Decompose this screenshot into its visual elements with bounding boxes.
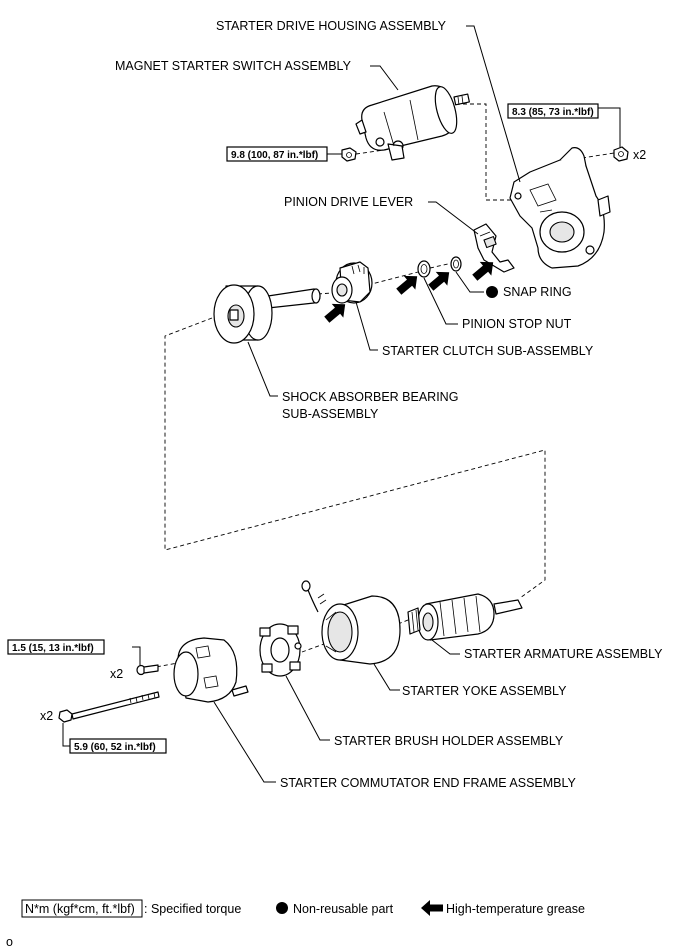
- qty-housing-bolt: x2: [633, 148, 646, 162]
- leader-lines: [62, 25, 621, 783]
- label-clutch: STARTER CLUTCH SUB-ASSEMBLY: [382, 344, 594, 358]
- quantity-labels: x2 x2 x2: [40, 148, 646, 723]
- torque-frame-screw: 1.5 (15, 13 in.*lbf): [12, 643, 94, 654]
- torque-box-frame-screw: [7, 639, 105, 655]
- commutator-end-frame-drawing: [173, 637, 249, 703]
- label-armature: STARTER ARMATURE ASSEMBLY: [464, 647, 663, 661]
- shock-absorber-drawing: [213, 284, 321, 344]
- grease-arrow-lever: [472, 261, 494, 281]
- legend-torque-unit: N*m (kgf*cm, ft.*lbf): [25, 902, 135, 916]
- grease-arrow-clutch: [324, 303, 346, 323]
- label-yoke: STARTER YOKE ASSEMBLY: [402, 684, 567, 698]
- legend-non-reusable: Non-reusable part: [293, 902, 394, 916]
- qty-through-bolt: x2: [40, 709, 53, 723]
- torque-box-switch: [226, 146, 328, 162]
- snap-ring-drawing: [450, 256, 462, 272]
- grease-arrow-snap-ring: [428, 271, 450, 291]
- torque-box-through-bolt: [69, 738, 167, 754]
- torque-housing-bolt: 8.3 (85, 73 in.*lbf): [512, 107, 594, 118]
- starter-drive-housing-drawing: [509, 147, 611, 269]
- legend-grease: High-temperature grease: [446, 902, 585, 916]
- starter-armature-drawing: [407, 593, 523, 641]
- label-shock-absorber-line1: SHOCK ABSORBER BEARING: [282, 390, 458, 404]
- footer-code: o: [6, 935, 13, 949]
- label-magnet-switch: MAGNET STARTER SWITCH ASSEMBLY: [115, 59, 352, 73]
- filled-circle-icon: [486, 286, 498, 298]
- torque-callouts: 8.3 (85, 73 in.*lbf) 9.8 (100, 87 in.*lb…: [7, 103, 599, 754]
- torque-switch-nut: 9.8 (100, 87 in.*lbf): [231, 150, 318, 161]
- starter-yoke-drawing: [301, 580, 401, 665]
- label-pinion-stop-nut: PINION STOP NUT: [462, 317, 572, 331]
- label-shock-absorber-line2: SUB-ASSEMBLY: [282, 407, 379, 421]
- magnet-starter-switch-drawing: [355, 85, 470, 161]
- label-commutator-frame: STARTER COMMUTATOR END FRAME ASSEMBLY: [280, 776, 577, 790]
- qty-frame-screw: x2: [110, 667, 123, 681]
- switch-nut-drawing: [341, 147, 357, 162]
- brush-holder-drawing: [259, 623, 302, 677]
- housing-bolt-drawing: [613, 146, 629, 162]
- label-brush-holder: STARTER BRUSH HOLDER ASSEMBLY: [334, 734, 564, 748]
- torque-through-bolt: 5.9 (60, 52 in.*lbf): [74, 742, 156, 753]
- assembly-guide-lines: [149, 103, 615, 669]
- part-labels: STARTER DRIVE HOUSING ASSEMBLY MAGNET ST…: [115, 19, 663, 790]
- label-drive-housing: STARTER DRIVE HOUSING ASSEMBLY: [216, 19, 447, 33]
- pinion-drive-lever-drawing: [473, 223, 515, 273]
- label-snap-ring: SNAP RING: [503, 285, 572, 299]
- grease-arrows: [324, 261, 494, 323]
- pinion-stop-nut-drawing: [417, 260, 431, 278]
- frame-screw-drawing: [136, 664, 159, 676]
- filled-circle-icon: [276, 902, 288, 914]
- through-bolt-drawing: [58, 691, 160, 723]
- black-arrow-icon: [421, 900, 443, 916]
- legend-torque-desc: : Specified torque: [144, 902, 241, 916]
- grease-arrow-stop-nut: [396, 275, 418, 295]
- starter-clutch-drawing: [331, 261, 373, 304]
- legend: N*m (kgf*cm, ft.*lbf) : Specified torque…: [21, 899, 585, 918]
- torque-box-housing: [507, 103, 599, 119]
- legend-torque-box: [21, 899, 143, 918]
- label-pinion-lever: PINION DRIVE LEVER: [284, 195, 413, 209]
